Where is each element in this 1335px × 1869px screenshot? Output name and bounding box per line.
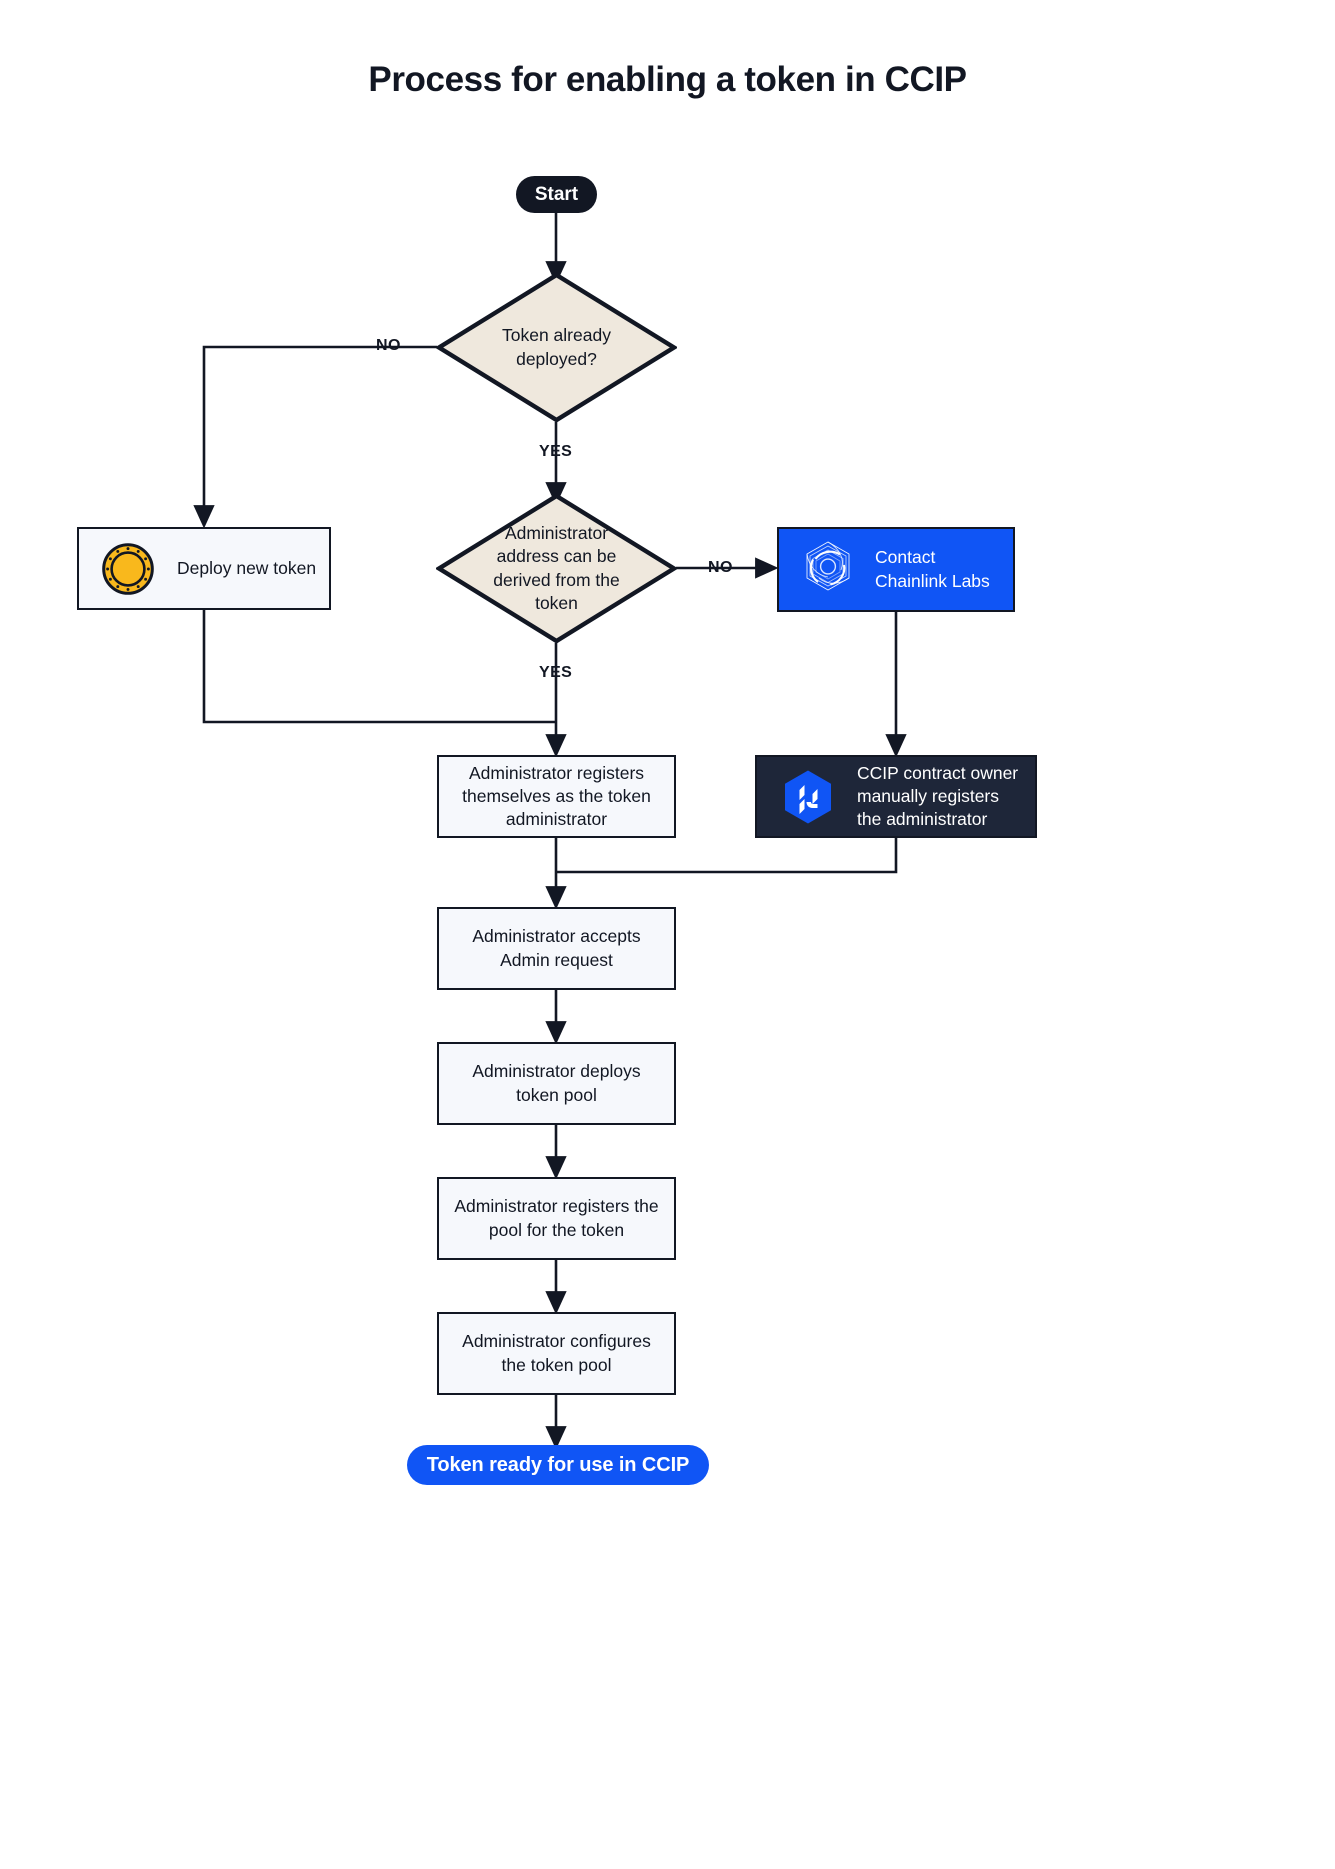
ccip-line-2: manually registers [857, 785, 999, 806]
node-decision-admin-derived[interactable]: Administrator address can be derived fro… [436, 493, 677, 644]
edge-label-derived-yes: YES [539, 664, 573, 681]
node-deploy-new-token-label: Deploy new token [177, 557, 317, 578]
contact-line-1: Contact [875, 547, 936, 568]
node-admin-registers-pool[interactable]: Administrator registers the pool for the… [437, 1177, 676, 1260]
node-decision-admin-derived-label: Administrator address can be derived fro… [493, 522, 620, 613]
node-admin-configures-pool-label: Administrator configures the token pool [462, 1331, 651, 1375]
edge-label-derived-no: NO [708, 559, 733, 576]
node-start[interactable]: Start [516, 176, 597, 213]
node-admin-registers-self[interactable]: Administrator registers themselves as th… [437, 755, 676, 838]
node-contact-chainlink-labs[interactable]: Contact Chainlink Labs [777, 527, 1015, 612]
ccip-line-1: CCIP contract owner [857, 762, 1019, 783]
diamond-shape [436, 272, 677, 423]
node-admin-deploys-pool[interactable]: Administrator deploys token pool [437, 1042, 676, 1125]
decision-label-wrap: Administrator address can be derived fro… [436, 493, 677, 644]
contact-line-2: Chainlink Labs [875, 570, 990, 591]
node-admin-registers-pool-label: Administrator registers the pool for the… [454, 1196, 659, 1240]
node-ccip-owner-registers[interactable]: CCIP contract owner manually registers t… [755, 755, 1037, 838]
gold-coin-icon [101, 542, 155, 596]
edge-label-deployed-yes: YES [539, 443, 573, 460]
node-admin-registers-self-label: Administrator registers themselves as th… [462, 762, 651, 830]
node-ccip-owner-registers-label: CCIP contract owner manually registers t… [857, 762, 1018, 832]
node-decision-token-deployed-label: Token already deployed? [502, 325, 611, 369]
page-title: Process for enabling a token in CCIP [368, 60, 967, 99]
node-admin-configures-pool[interactable]: Administrator configures the token pool [437, 1312, 676, 1395]
diamond-shape [436, 493, 677, 644]
node-admin-accepts-request-label: Administrator accepts Admin request [472, 926, 641, 970]
edge-label-deployed-no: NO [376, 337, 401, 354]
ccip-logo-icon [779, 768, 837, 826]
decision-label-wrap: Token already deployed? [436, 272, 677, 423]
node-end[interactable]: Token ready for use in CCIP [407, 1445, 709, 1485]
node-admin-deploys-pool-label: Administrator deploys token pool [472, 1061, 641, 1105]
node-start-label: Start [534, 183, 579, 205]
node-contact-chainlink-labs-label: Contact Chainlink Labs [875, 546, 990, 593]
node-decision-token-deployed[interactable]: Token already deployed? [436, 272, 677, 423]
node-admin-accepts-request[interactable]: Administrator accepts Admin request [437, 907, 676, 990]
chainlink-logo-icon [795, 537, 861, 603]
node-deploy-new-token[interactable]: Deploy new token [77, 527, 331, 610]
node-end-label: Token ready for use in CCIP [426, 1453, 690, 1476]
ccip-line-3: the administrator [857, 809, 988, 830]
